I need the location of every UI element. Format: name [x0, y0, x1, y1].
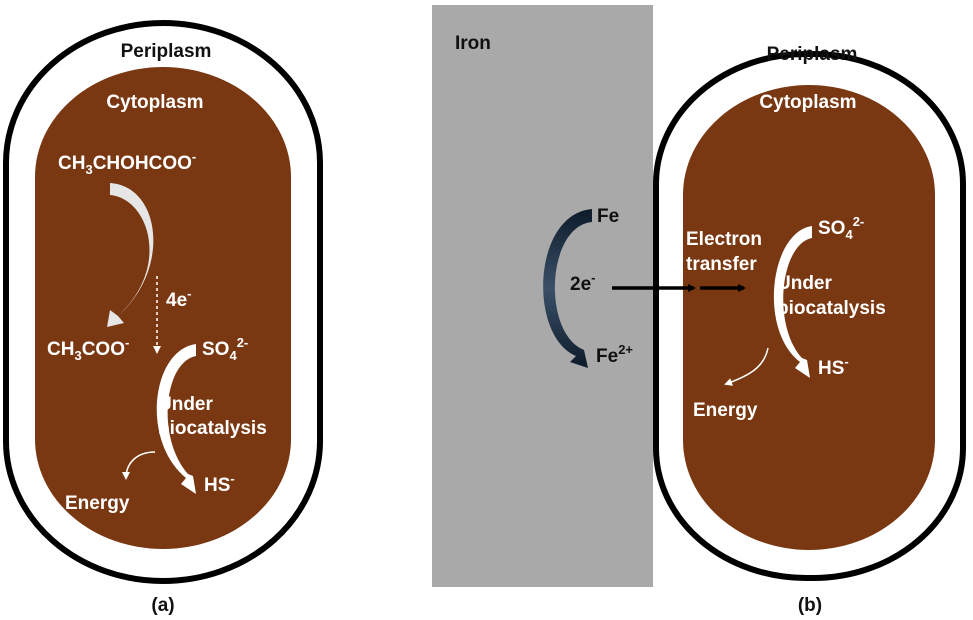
cell-a-sulfide-formula: HS-	[204, 471, 235, 496]
iron-electrons-label: 2e-	[570, 270, 595, 295]
electrons-4e-label: 4e-	[166, 286, 191, 311]
iron-block	[432, 5, 653, 587]
cell-a-periplasm-label: Periplasm	[121, 41, 212, 62]
fe-label: Fe	[597, 206, 619, 227]
electron-transfer-label: Electron transfer	[686, 229, 767, 275]
cell-b	[653, 51, 966, 581]
cell-a-sulfate-to-sulfide-arrow	[156, 344, 196, 494]
fe-oxidation-arrow	[543, 209, 592, 368]
cell-b-periplasm-label: Periplasm	[767, 44, 858, 65]
cell-b-catalysis-label: Under biocatalysis	[777, 273, 886, 319]
cell-a-catalysis-label: Under biocatalysis	[158, 394, 267, 439]
cell-a-energy-label: Energy	[65, 493, 130, 514]
cell-b-sulfide-formula: HS-	[818, 354, 849, 379]
cell-b-sulfate-formula: SO42-	[818, 214, 864, 242]
cell-b-sulfate-to-sulfide-arrow	[773, 226, 812, 378]
cell-b-cytoplasm-label: Cytoplasm	[759, 92, 856, 113]
cell-a-energy-arrow	[122, 451, 156, 480]
cell-a	[3, 20, 323, 584]
cell-a-cytoplasm-label: Cytoplasm	[106, 92, 203, 113]
acetate-formula: CH3COO-	[47, 335, 129, 363]
caption-b: (b)	[798, 595, 822, 616]
lactate-formula: CH3CHOHCOO-	[58, 149, 196, 177]
cell-a-cytoplasm	[35, 67, 291, 549]
caption-a: (a)	[151, 595, 174, 616]
lactate-to-acetate-arrow	[107, 183, 154, 327]
cell-a-sulfate-formula: SO42-	[202, 335, 248, 363]
fe-ion-label: Fe2+	[596, 342, 633, 367]
cell-b-cytoplasm	[683, 85, 935, 550]
cell-b-energy-arrow	[724, 347, 769, 386]
cell-b-energy-label: Energy	[693, 400, 758, 421]
iron-label: Iron	[455, 33, 491, 54]
